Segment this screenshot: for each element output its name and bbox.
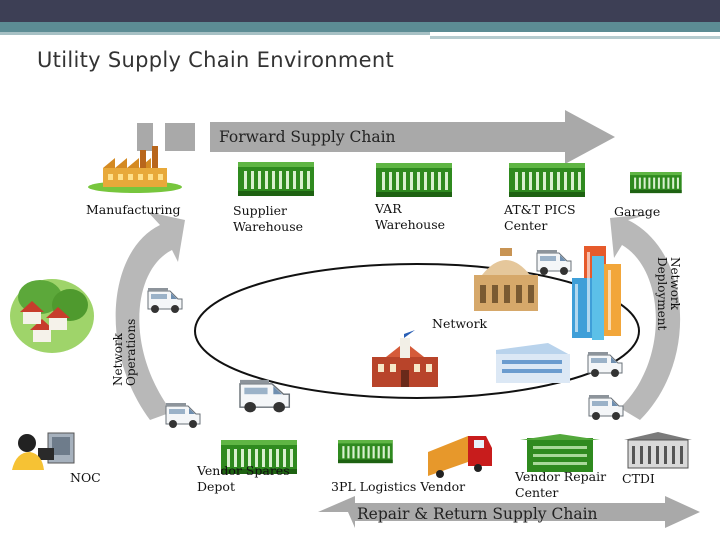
- repair-return-arrow: [318, 496, 700, 528]
- central-office-icon: [474, 248, 538, 311]
- pics-container-icon: [509, 163, 585, 197]
- school-building-icon: [372, 330, 438, 387]
- repair-center-icon: [520, 434, 600, 472]
- header-rule: [0, 32, 430, 35]
- garage-container-icon: [630, 172, 682, 194]
- garage-label: Garage: [614, 204, 661, 219]
- network-operations-label: Network Operations: [111, 318, 138, 386]
- forward-supply-chain-arrow: [137, 110, 615, 164]
- skyscrapers-icon: [572, 246, 621, 340]
- vendor-spares-label: Vendor Spares Depot: [197, 463, 290, 494]
- noc-operator-icon: [12, 432, 75, 470]
- header-band: [0, 22, 720, 32]
- supplier-warehouse-label: Supplier Warehouse: [233, 203, 304, 234]
- repair-return-label: Repair & Return Supply Chain: [357, 505, 598, 523]
- network-deployment-label: Network Deployment: [655, 257, 682, 331]
- page-title: Utility Supply Chain Environment: [37, 48, 395, 72]
- var-warehouse-label: VAR Warehouse: [375, 201, 446, 232]
- van-icon: [587, 351, 623, 378]
- manufacturing-label: Manufacturing: [86, 202, 181, 217]
- noc-label: NOC: [70, 470, 101, 485]
- logistics-vendor-label: 3PL Logistics Vendor: [331, 479, 466, 494]
- ctdi-building-icon: [624, 432, 692, 469]
- network-ellipse: [194, 263, 640, 399]
- network-operations-curved-arrow: [115, 212, 185, 420]
- header-rule-right: [430, 36, 720, 39]
- van-icon: [536, 249, 572, 276]
- factory-icon: [88, 146, 182, 193]
- neighborhood-icon: [10, 279, 94, 353]
- logistics-container-icon: [338, 440, 393, 464]
- delivery-truck-icon: [428, 436, 492, 478]
- network-deployment-curved-arrow: [610, 214, 681, 420]
- data-center-icon: [496, 343, 570, 383]
- network-label: Network: [432, 316, 488, 331]
- van-icon: [588, 394, 624, 421]
- var-container-icon: [376, 163, 452, 197]
- supplier-container-icon: [238, 162, 314, 196]
- van-icon: [165, 402, 201, 429]
- pics-center-label: AT&T PICS Center: [504, 202, 576, 233]
- forward-supply-chain-label: Forward Supply Chain: [219, 128, 396, 146]
- ctdi-label: CTDI: [622, 471, 655, 486]
- van-icon: [147, 287, 183, 314]
- vendor-repair-label: Vendor Repair Center: [515, 469, 607, 500]
- header-bar: [0, 0, 720, 22]
